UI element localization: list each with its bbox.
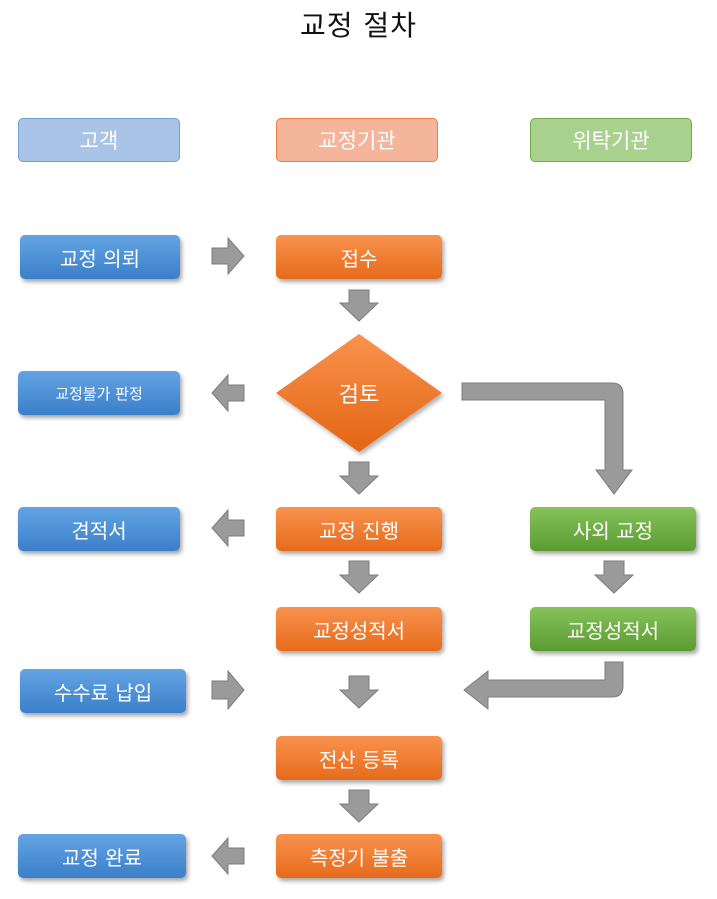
header-calibration-agency: 교정기관 [276, 118, 438, 162]
agency-release-box: 측정기 불출 [276, 834, 442, 878]
customer-request-box: 교정 의뢰 [20, 235, 180, 279]
agency-registration-box: 전산 등록 [276, 736, 442, 780]
page-title: 교정 절차 [300, 9, 417, 42]
arrow-down-progress [338, 560, 380, 594]
arrow-left-complete [211, 836, 245, 876]
arrow-elbow-review-to-outsourced [461, 382, 633, 495]
arrow-down-receipt [338, 289, 380, 322]
outsourced-calibration-box: 사외 교정 [530, 507, 696, 551]
arrow-elbow-report-to-fee [463, 661, 624, 711]
review-diamond [276, 334, 442, 452]
arrow-down-review [338, 461, 380, 495]
agency-in-progress-box: 교정 진행 [276, 507, 442, 551]
arrow-right-request [211, 236, 245, 276]
customer-not-possible-box: 교정불가 판정 [18, 371, 180, 415]
header-outsourced-agency: 위탁기관 [530, 118, 692, 162]
arrow-down-outsourced [593, 560, 635, 594]
arrow-down-registration [338, 789, 380, 823]
customer-complete-box: 교정 완료 [18, 834, 186, 878]
customer-quote-box: 견적서 [18, 507, 180, 551]
header-customer: 고객 [18, 118, 180, 162]
arrow-left-quote [211, 508, 245, 548]
arrow-down-report [338, 675, 380, 709]
arrow-right-fee [211, 669, 245, 711]
arrow-left-not-possible [211, 373, 245, 413]
agency-receipt-box: 접수 [276, 235, 442, 279]
agency-report-box: 교정성적서 [276, 607, 442, 651]
agency-review-label: 검토 [338, 383, 380, 408]
outsourced-report-box: 교정성적서 [530, 607, 696, 651]
customer-fee-payment-box: 수수료 납입 [20, 669, 186, 713]
